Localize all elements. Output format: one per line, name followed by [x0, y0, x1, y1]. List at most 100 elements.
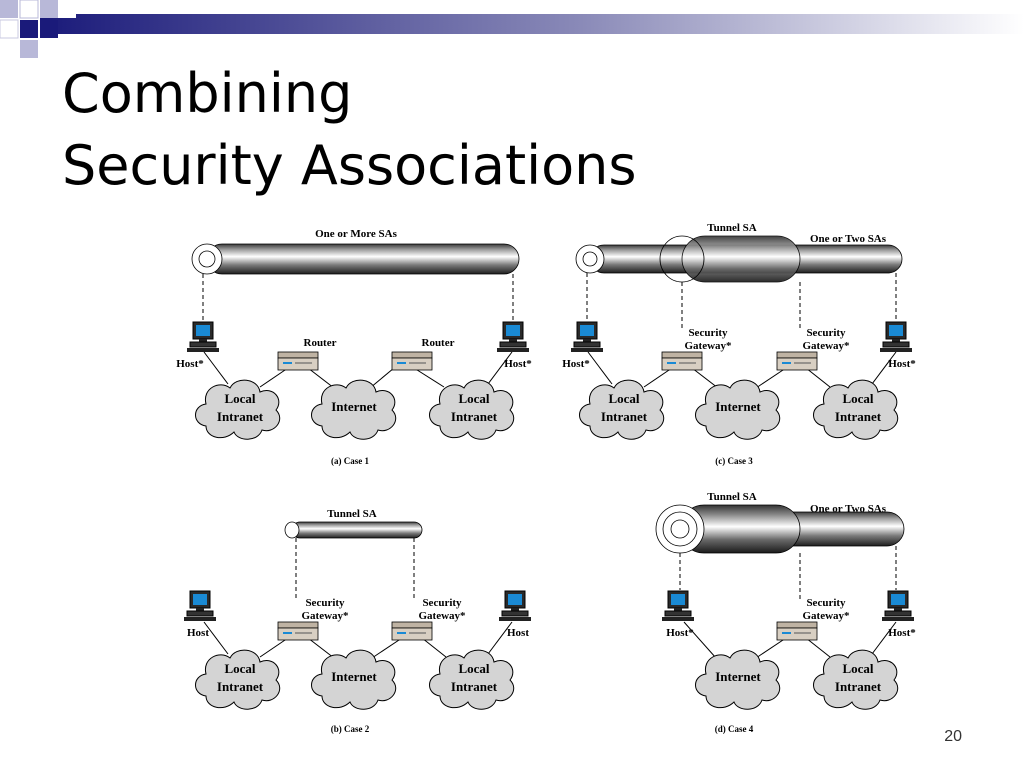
cloud-label: Intranet: [835, 409, 882, 424]
link-line: [307, 637, 335, 659]
header-square: [0, 19, 19, 39]
link-line: [487, 351, 513, 385]
inner-sa-label: One or Two SAs: [810, 233, 887, 245]
gateway-label: Gateway*: [418, 610, 466, 622]
link-line: [587, 351, 613, 385]
host-label: Host*: [666, 627, 694, 639]
gateway-label: Gateway*: [802, 610, 850, 622]
case-caption: (b) Case 2: [331, 724, 370, 734]
host-icon: [498, 590, 532, 622]
cloud-label: Internet: [331, 399, 377, 414]
cloud-label: Internet: [331, 669, 377, 684]
cloud-label: Local: [224, 391, 255, 406]
cloud-label: Intranet: [217, 409, 264, 424]
case-1: One or More SAs Host* Host* Router Route…: [176, 228, 532, 466]
case-caption: (a) Case 1: [331, 456, 369, 466]
cloud-label: Intranet: [451, 409, 498, 424]
host-icon: [661, 590, 695, 622]
case-caption: (c) Case 3: [715, 456, 753, 466]
slide-title: Combining Security Associations: [62, 58, 637, 202]
link-line: [643, 367, 673, 388]
tunnel-end-inner: [198, 250, 216, 268]
gateway-label: Security: [806, 327, 846, 339]
tunnel-sa: [681, 235, 801, 283]
gateway-icon: [277, 621, 319, 641]
link-line: [307, 367, 335, 389]
header-square: [0, 0, 18, 18]
gateway-label: Security: [422, 597, 462, 609]
link-line: [371, 637, 403, 659]
router-icon: [277, 351, 319, 371]
gateway-icon: [776, 621, 818, 641]
inner-sa-label: One or Two SAs: [810, 503, 887, 515]
cloud-label: Local: [224, 661, 255, 676]
header-square: [20, 20, 38, 38]
header-square: [20, 40, 38, 58]
tunnel-label: One or More SAs: [315, 228, 397, 240]
tunnel-end-inner: [670, 519, 690, 539]
host-icon: [570, 321, 604, 353]
gateway-label: Gateway*: [301, 610, 349, 622]
gateway-label: Gateway*: [802, 340, 850, 352]
link-line: [805, 367, 831, 388]
case-caption: (d) Case 4: [715, 724, 754, 734]
link-line: [871, 621, 897, 655]
cloud-label: Intranet: [601, 409, 648, 424]
sa-tunnel: [291, 521, 423, 539]
link-line: [421, 637, 447, 658]
cloud-label: Intranet: [451, 679, 498, 694]
cloud-label: Local: [458, 661, 489, 676]
cloud-label: Internet: [715, 669, 761, 684]
host-label: Host*: [888, 627, 916, 639]
host-label: Host: [187, 627, 209, 639]
gateway-label: Security: [305, 597, 345, 609]
link-line: [259, 637, 289, 658]
header-square: [58, 0, 76, 18]
link-line: [413, 367, 445, 388]
link-line: [805, 637, 831, 658]
link-line: [755, 367, 787, 389]
title-line-2: Security Associations: [62, 134, 637, 197]
link-line: [487, 621, 513, 655]
link-line: [683, 621, 717, 659]
tunnel-label: Tunnel SA: [707, 491, 756, 503]
header-square: [19, 0, 39, 19]
cloud-label: Local: [842, 391, 873, 406]
header-square: [40, 20, 58, 38]
router-label: Router: [304, 337, 337, 349]
router-label: Router: [422, 337, 455, 349]
cloud-label: Intranet: [835, 679, 882, 694]
cloud-label: Intranet: [217, 679, 264, 694]
host-label: Host: [507, 627, 529, 639]
tunnel-end: [284, 521, 300, 539]
cloud-label: Local: [608, 391, 639, 406]
link-line: [691, 367, 719, 389]
host-icon: [186, 321, 220, 353]
link-line: [203, 621, 229, 655]
host-icon: [183, 590, 217, 622]
host-icon: [879, 321, 913, 353]
host-label: Host*: [888, 358, 916, 370]
link-line: [871, 351, 897, 385]
link-line: [369, 367, 395, 389]
link-line: [259, 367, 289, 388]
gateway-icon: [776, 351, 818, 371]
gateway-label: Security: [688, 327, 728, 339]
case-3: Tunnel SA One or Two SAs Host* Host* Sec…: [562, 222, 916, 466]
host-label: Host*: [176, 358, 204, 370]
page-number: 20: [944, 728, 962, 745]
sa-tunnel: [206, 243, 520, 275]
header-decoration: [0, 0, 1024, 58]
tunnel-end-inner: [582, 251, 598, 267]
case-2: Tunnel SA Host Host Security Gateway* Se…: [183, 508, 532, 734]
gateway-icon: [391, 621, 433, 641]
host-icon: [881, 590, 915, 622]
gateway-label: Gateway*: [684, 340, 732, 352]
gateway-label: Security: [806, 597, 846, 609]
tunnel-label: Tunnel SA: [707, 222, 756, 234]
host-label: Host*: [562, 358, 590, 370]
gateway-icon: [661, 351, 703, 371]
cloud-label: Internet: [715, 399, 761, 414]
